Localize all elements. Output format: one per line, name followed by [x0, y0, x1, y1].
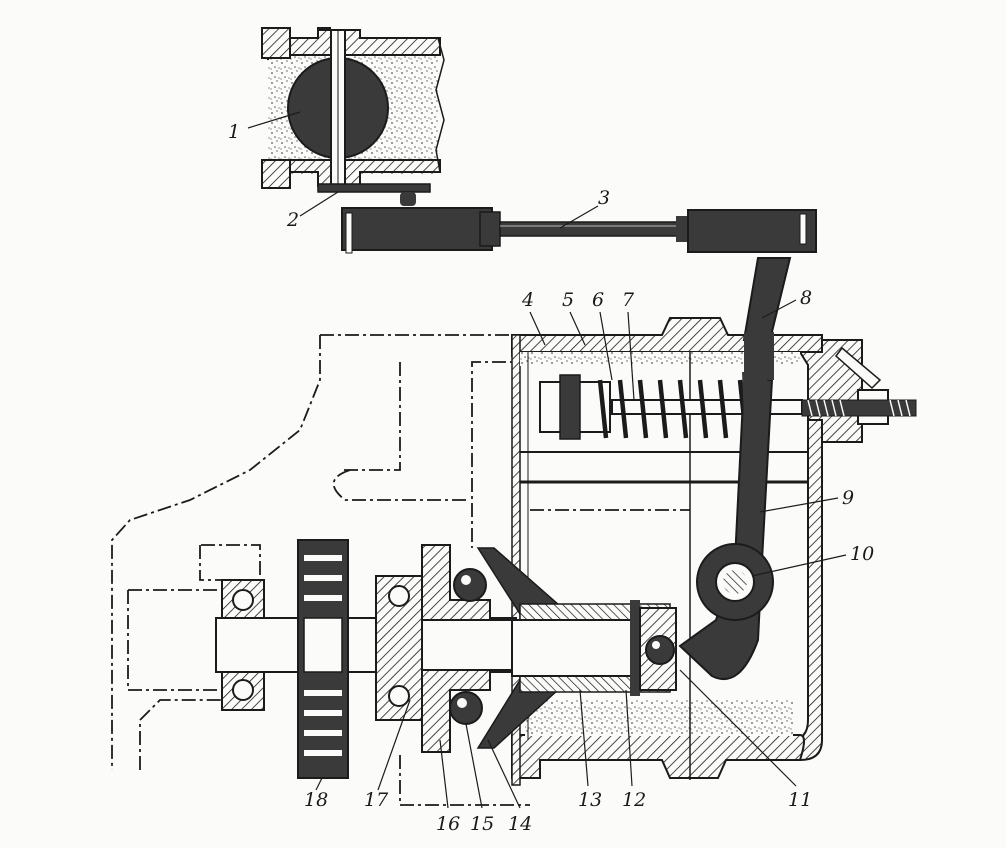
flyweight-ball-upper — [453, 568, 487, 602]
label-2: 2 — [286, 209, 299, 231]
governor-lever — [678, 257, 792, 681]
label-17: 17 — [364, 789, 389, 811]
label-13: 13 — [578, 789, 602, 811]
label-6: 6 — [592, 289, 604, 311]
label-5: 5 — [562, 289, 574, 311]
label-11: 11 — [788, 789, 812, 811]
label-10: 10 — [850, 543, 874, 565]
leader-lines — [247, 111, 847, 809]
label-16: 16 — [436, 813, 460, 835]
label-18: 18 — [304, 789, 328, 811]
label-14: 14 — [508, 813, 532, 835]
label-8: 8 — [800, 287, 812, 309]
label-9: 9 — [842, 487, 854, 509]
drive-shaft-assembly — [215, 539, 677, 779]
sliding-sleeve — [511, 619, 643, 677]
label-12: 12 — [622, 789, 646, 811]
part-labels: 1 2 3 4 5 6 7 8 9 10 11 12 13 14 15 16 1… — [228, 121, 874, 835]
label-15: 15 — [470, 813, 494, 835]
label-3: 3 — [598, 187, 610, 209]
label-7: 7 — [622, 289, 635, 311]
lever-arm-upper — [742, 257, 792, 341]
thrust-ball — [645, 635, 675, 665]
label-1: 1 — [228, 121, 240, 143]
flyweight-ball-lower — [449, 691, 483, 725]
link-rod — [341, 207, 817, 254]
damper-lever — [317, 183, 431, 193]
pipe-assembly — [260, 27, 445, 206]
label-4: 4 — [521, 289, 534, 311]
spring-assembly — [539, 374, 917, 440]
